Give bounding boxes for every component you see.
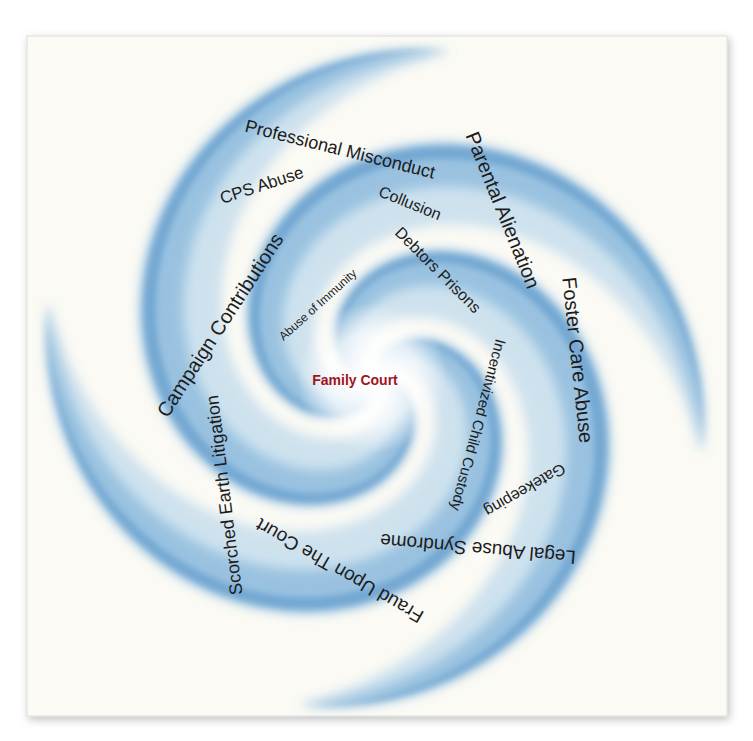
center-label: Family Court <box>312 372 398 389</box>
center-glow <box>297 303 447 453</box>
swirl-label: Legal Abuse Syndrome <box>379 528 577 568</box>
swirl-label: Incentivized Child Custody <box>446 337 509 512</box>
swirl-arm-edge <box>47 303 502 612</box>
swirl-arms <box>47 50 703 706</box>
swirl-label: Foster Care Abuse <box>557 276 598 444</box>
swirl-label: CPS Abuse <box>218 163 307 209</box>
frame <box>27 36 727 716</box>
swirl-arm-rim <box>143 50 451 503</box>
swirl-label: Debtors Prisons <box>391 223 485 317</box>
swirl-label: Gatekeeping <box>481 459 569 521</box>
swirl-arm-rim <box>47 303 500 611</box>
swirl-label: Abuse of Immunity <box>276 266 359 343</box>
swirl-label: Scorched Earth Litigation <box>202 394 248 596</box>
swirl-label: Parental Alienation <box>461 128 546 292</box>
swirl-label: Campaign Contributions <box>152 228 289 421</box>
swirl-label: Collusion <box>376 182 444 224</box>
